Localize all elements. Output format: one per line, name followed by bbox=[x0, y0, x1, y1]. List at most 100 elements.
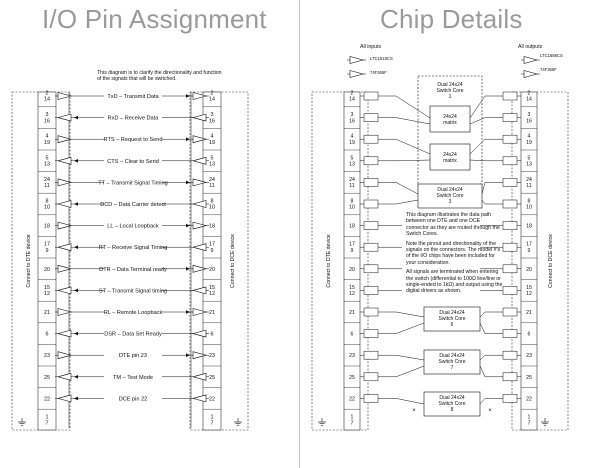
left-row-11-dte-buffer bbox=[56, 329, 72, 338]
right-dte-pin-3: 3 bbox=[351, 112, 354, 118]
right-dce-pin-24: 24 bbox=[526, 177, 532, 183]
left-row-10-arrow bbox=[186, 310, 190, 314]
right-dce-pin-23: 23 bbox=[526, 353, 532, 359]
wire-c6-a bbox=[395, 311, 425, 318]
right-dce-pin-3: 3 bbox=[528, 112, 531, 118]
switch-core-6-text-2: 6 bbox=[451, 322, 454, 328]
left-row-1-arrow bbox=[74, 115, 78, 120]
left-row-2-label: RTS – Request to Send bbox=[104, 137, 163, 143]
left-row-9-dte-buffer bbox=[56, 286, 72, 295]
matrix-a-box bbox=[429, 105, 471, 133]
right-row-11-dce-chip bbox=[502, 329, 518, 338]
left-row-13-label: TM – Test Mode bbox=[113, 375, 153, 381]
switch-core-8-text-2: 8 bbox=[451, 407, 454, 413]
right-dte-pin-10: 10 bbox=[349, 205, 355, 211]
matrix-b-text-0: 24x24 bbox=[443, 152, 457, 158]
switch-core-7-text-0: Dual 24x24 bbox=[439, 353, 465, 359]
right-row-14-dte-chip bbox=[363, 394, 379, 403]
right-dte-pin-7: 7 bbox=[351, 421, 354, 427]
right-dce-pin-6: 6 bbox=[528, 332, 531, 338]
left-row-3-arrow bbox=[74, 159, 78, 163]
wire-m2-c bbox=[469, 139, 486, 155]
left-row-4-label: TT – Transmit Signal Timing bbox=[98, 180, 168, 186]
core8-cross-left: × bbox=[412, 408, 416, 414]
right-dte-pin-9: 9 bbox=[351, 248, 354, 254]
switch-core-1-box bbox=[417, 75, 483, 191]
right-dte-pin-20: 20 bbox=[349, 267, 355, 273]
left-row-1-label: RxD – Receive Data bbox=[108, 116, 160, 122]
right-row-11-dte-chip bbox=[363, 329, 379, 338]
left-row-1-dte-buffer bbox=[56, 113, 72, 122]
left-dce-pin-3: 3 bbox=[211, 112, 214, 118]
wire-c3-c bbox=[481, 182, 486, 195]
left-dce-pin-19: 19 bbox=[209, 140, 215, 146]
right-dce-pin-21: 21 bbox=[526, 310, 532, 316]
left-row-8-arrow bbox=[186, 267, 190, 271]
switch-core-6-box bbox=[423, 306, 481, 332]
right-row-0-dte-chip bbox=[363, 91, 379, 101]
right-dce-pin-5: 5 bbox=[528, 155, 531, 161]
right-dte-pin-2: 2 bbox=[351, 91, 354, 97]
right-row-0-dce-chip bbox=[502, 91, 518, 101]
left-dte-pin-23: 23 bbox=[44, 353, 50, 359]
right-row-8-dce-chip bbox=[502, 264, 518, 274]
left-row-6-arrow bbox=[186, 223, 190, 228]
wire-m2-d bbox=[469, 159, 486, 162]
right-dce-pin-25: 25 bbox=[526, 375, 532, 381]
right-dce-pin-13: 13 bbox=[526, 162, 532, 168]
switch-core-3-box bbox=[417, 183, 483, 209]
right-input-chip-a-symbol bbox=[349, 56, 365, 64]
right-dce-pin-19: 19 bbox=[526, 140, 532, 146]
right-dte-pin-18: 18 bbox=[349, 224, 355, 230]
right-dte-connector-frame bbox=[311, 91, 369, 431]
left-row-3-label: CTS – Clear to Send bbox=[107, 159, 159, 165]
left-dte-pin-16: 16 bbox=[44, 118, 50, 124]
left-dte-pin-25: 25 bbox=[44, 375, 50, 381]
wire-c7-b bbox=[395, 365, 425, 378]
right-dce-pin-7: 7 bbox=[528, 421, 531, 427]
right-dce-pin-column bbox=[520, 91, 538, 431]
right-dte-pin-21: 21 bbox=[349, 310, 355, 316]
wire-c6-b bbox=[395, 322, 425, 334]
left-row-14-label: DCE pin 22 bbox=[119, 396, 148, 402]
left-dce-pin-17: 17 bbox=[209, 242, 215, 248]
right-note-1: This diagram illustrates the data path b… bbox=[406, 212, 500, 238]
left-dte-pin-1: 1 bbox=[46, 415, 49, 421]
right-dce-pin-16: 16 bbox=[526, 118, 532, 124]
right-output-chip-a-symbol bbox=[523, 56, 539, 64]
right-dce-pin-1: 1 bbox=[528, 415, 531, 421]
left-row-12-label: DTE pin 23 bbox=[119, 353, 147, 359]
left-row-7-dte-buffer bbox=[56, 243, 72, 252]
switch-core-1-text-1: Switch Core bbox=[437, 88, 464, 94]
wire-c3-d bbox=[481, 199, 486, 205]
left-dce-pin-5: 5 bbox=[211, 155, 214, 161]
right-dce-pin-14: 14 bbox=[526, 97, 532, 103]
right-dte-pin-4: 4 bbox=[351, 134, 354, 140]
right-dce-pin-4: 4 bbox=[528, 134, 531, 140]
right-output-chip-b-symbol bbox=[523, 70, 539, 78]
left-dte-pin-20: 20 bbox=[44, 267, 50, 273]
left-dte-pin-7: 7 bbox=[46, 421, 49, 427]
left-dce-pin-24: 24 bbox=[209, 177, 215, 183]
wire-c8-b bbox=[479, 398, 486, 405]
right-row-10-dte-chip bbox=[363, 307, 379, 317]
wire-m1-a bbox=[395, 95, 431, 119]
right-dce-label: Connect to DCE device bbox=[548, 234, 554, 288]
right-dce-pin-8: 8 bbox=[528, 199, 531, 205]
right-row-5-dte-chip bbox=[363, 199, 379, 209]
right-row-8-dte-chip bbox=[363, 264, 379, 274]
wire-m1-d bbox=[469, 117, 486, 125]
switch-core-6-text-0: Dual 24x24 bbox=[439, 310, 465, 316]
left-dte-pin-11: 11 bbox=[44, 183, 50, 189]
right-row-12-dte-chip bbox=[363, 350, 379, 360]
wire-c8-a bbox=[395, 398, 425, 405]
right-dce-pin-17: 17 bbox=[526, 242, 532, 248]
right-dte-pin-column bbox=[343, 91, 361, 431]
left-dte-pin-column bbox=[37, 91, 57, 431]
left-row-13-arrow bbox=[74, 375, 78, 379]
left-row-11-arrow bbox=[74, 331, 78, 336]
matrix-b-box bbox=[429, 143, 471, 171]
left-dce-pin-20: 20 bbox=[209, 267, 215, 273]
right-row-7-dce-chip bbox=[502, 242, 518, 252]
right-row-3-dte-chip bbox=[363, 156, 379, 166]
